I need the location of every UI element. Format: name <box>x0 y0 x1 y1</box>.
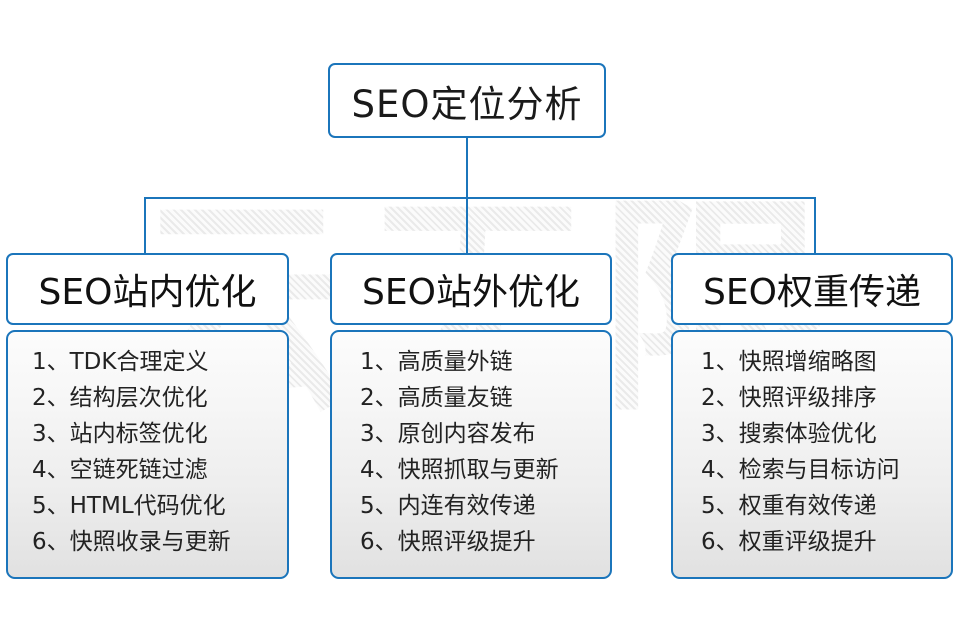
column-2-list: 1、高质量外链 2、高质量友链 3、原创内容发布 4、快照抓取与更新 5、内连有… <box>332 344 610 560</box>
list-item: 3、站内标签优化 <box>32 421 208 447</box>
root-node-label: SEO定位分析 <box>351 82 583 126</box>
column-header-3[interactable]: SEO权重传递 <box>671 253 953 325</box>
list-item: 2、高质量友链 <box>360 385 513 411</box>
list-item: 2、快照评级排序 <box>701 385 877 411</box>
connector-drop-column-2 <box>466 197 468 254</box>
column-1-list: 1、TDK合理定义 2、结构层次优化 3、站内标签优化 4、空链死链过滤 5、H… <box>8 344 287 560</box>
column-body-3: 1、快照增缩略图 2、快照评级排序 3、搜索体验优化 4、检索与目标访问 5、权… <box>671 330 953 579</box>
list-item: 3、原创内容发布 <box>360 421 536 447</box>
column-seo-offsite: SEO站外优化 1、高质量外链 2、高质量友链 3、原创内容发布 4、快照抓取与… <box>330 253 612 579</box>
column-seo-weight-transfer: SEO权重传递 1、快照增缩略图 2、快照评级排序 3、搜索体验优化 4、检索与… <box>671 253 953 579</box>
list-item: 5、HTML代码优化 <box>32 493 226 519</box>
list-item: 6、快照评级提升 <box>360 529 536 555</box>
connector-root-vertical <box>466 138 468 198</box>
list-item: 1、高质量外链 <box>360 349 513 375</box>
list-item: 1、快照增缩略图 <box>701 349 877 375</box>
column-header-2-label: SEO站外优化 <box>362 272 580 313</box>
list-item: 3、搜索体验优化 <box>701 421 877 447</box>
connector-drop-column-3 <box>814 197 816 254</box>
column-header-1-label: SEO站内优化 <box>38 272 257 313</box>
column-header-3-label: SEO权重传递 <box>703 272 921 313</box>
list-item: 2、结构层次优化 <box>32 385 208 411</box>
column-3-list: 1、快照增缩略图 2、快照评级排序 3、搜索体验优化 4、检索与目标访问 5、权… <box>673 344 951 560</box>
list-item: 5、权重有效传递 <box>701 493 877 519</box>
list-item: 4、快照抓取与更新 <box>360 457 559 483</box>
column-seo-onsite: SEO站内优化 1、TDK合理定义 2、结构层次优化 3、站内标签优化 4、空链… <box>6 253 289 579</box>
list-item: 6、快照收录与更新 <box>32 529 231 555</box>
connector-horizontal-bus <box>144 197 816 199</box>
root-node[interactable]: SEO定位分析 <box>328 63 606 138</box>
column-header-1[interactable]: SEO站内优化 <box>6 253 289 325</box>
list-item: 1、TDK合理定义 <box>32 349 209 375</box>
list-item: 5、内连有效传递 <box>360 493 536 519</box>
column-header-2[interactable]: SEO站外优化 <box>330 253 612 325</box>
list-item: 4、空链死链过滤 <box>32 457 208 483</box>
connector-drop-column-1 <box>144 197 146 254</box>
list-item: 4、检索与目标访问 <box>701 457 900 483</box>
list-item: 6、权重评级提升 <box>701 529 877 555</box>
column-body-1: 1、TDK合理定义 2、结构层次优化 3、站内标签优化 4、空链死链过滤 5、H… <box>6 330 289 579</box>
column-body-2: 1、高质量外链 2、高质量友链 3、原创内容发布 4、快照抓取与更新 5、内连有… <box>330 330 612 579</box>
